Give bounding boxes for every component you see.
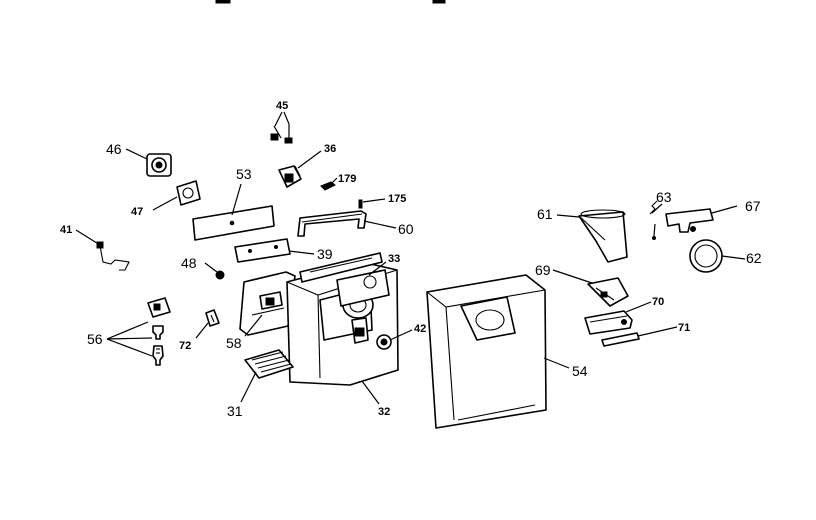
label-72: 72 xyxy=(179,340,191,352)
label-71: 71 xyxy=(678,322,690,334)
part-63-spring xyxy=(649,200,658,240)
part-56-valves xyxy=(147,297,171,366)
label-32: 32 xyxy=(378,406,390,418)
label-54: 54 xyxy=(572,363,588,379)
part-70-lever-bracket xyxy=(584,310,633,335)
part-39-bracket xyxy=(234,238,291,263)
part-labels: 45 46 36 179 53 175 47 60 41 39 48 33 42… xyxy=(60,100,762,419)
part-71-rod xyxy=(601,332,640,347)
part-45-screws xyxy=(270,124,293,144)
part-47-gasket-plate xyxy=(176,180,201,206)
part-54-front-panel xyxy=(426,274,547,429)
leader-lines xyxy=(75,111,746,405)
part-33-cover xyxy=(336,269,390,307)
part-175-screw xyxy=(358,199,363,209)
label-41: 41 xyxy=(60,224,72,236)
label-175: 175 xyxy=(388,193,406,205)
part-67-bracket xyxy=(665,208,714,233)
part-53-plate xyxy=(192,205,275,241)
label-67: 67 xyxy=(745,198,761,214)
label-179: 179 xyxy=(338,173,356,185)
part-31-drip-tray xyxy=(244,349,294,379)
label-31: 31 xyxy=(227,403,243,419)
label-53: 53 xyxy=(236,166,252,182)
label-58: 58 xyxy=(226,335,242,351)
label-45: 45 xyxy=(276,100,288,112)
part-41-lever xyxy=(96,241,130,271)
label-46: 46 xyxy=(106,141,122,157)
label-39: 39 xyxy=(317,246,333,262)
label-56: 56 xyxy=(87,331,103,347)
part-42-knob xyxy=(376,334,392,350)
label-33: 33 xyxy=(388,253,400,265)
label-47: 47 xyxy=(131,206,143,218)
label-48: 48 xyxy=(181,255,197,271)
part-69-flap xyxy=(587,277,629,307)
label-36: 36 xyxy=(324,143,336,155)
part-60-bar xyxy=(297,210,367,237)
label-62: 62 xyxy=(746,250,762,266)
part-46-knob-housing xyxy=(146,153,172,177)
label-61: 61 xyxy=(537,206,553,222)
label-69: 69 xyxy=(535,262,551,278)
label-42: 42 xyxy=(414,323,426,335)
top-edge-marks xyxy=(215,0,446,4)
part-48-grommet xyxy=(215,270,225,280)
part-61-chute xyxy=(578,209,628,263)
label-60: 60 xyxy=(398,221,414,237)
part-72-clip xyxy=(205,309,220,327)
part-62-ring xyxy=(689,239,723,273)
part-36-switch xyxy=(278,165,302,188)
part-179-pin xyxy=(320,181,336,191)
label-70: 70 xyxy=(652,296,664,308)
label-63: 63 xyxy=(656,189,672,205)
